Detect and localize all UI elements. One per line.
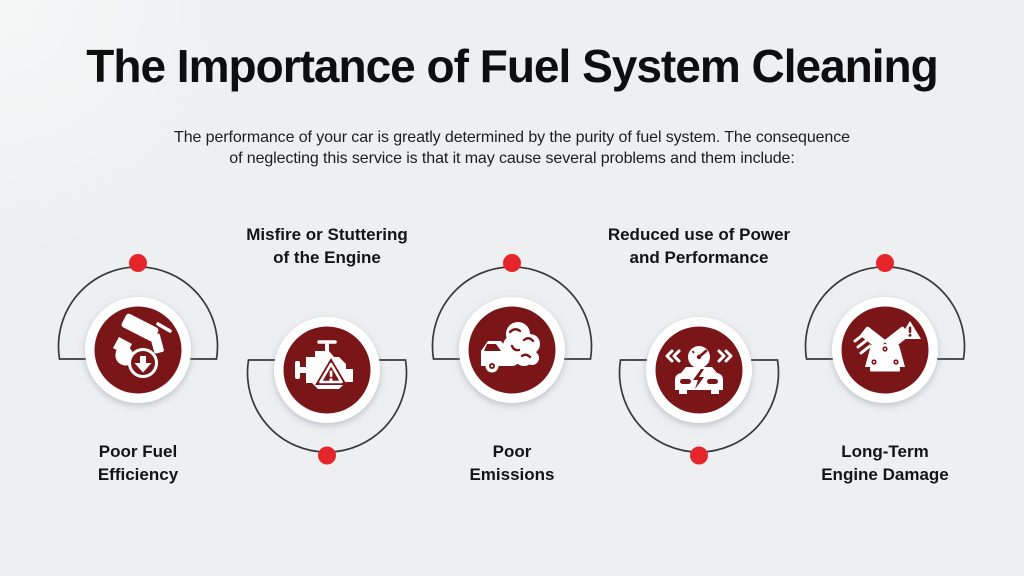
item-4-graphic	[618, 317, 780, 465]
item-3-graphic	[431, 254, 593, 403]
red-dot	[876, 254, 894, 272]
item-5-label: Long-Term Engine Damage	[775, 440, 995, 486]
page-title: The Importance of Fuel System Cleaning	[86, 40, 939, 92]
item-3-label-line-1: Poor	[492, 442, 532, 461]
item-2-graphic	[246, 317, 408, 465]
red-dot	[503, 254, 521, 272]
fuel-nozzle-drop-icon	[113, 313, 172, 378]
red-dot	[318, 446, 336, 465]
check-engine-warning-icon	[295, 340, 353, 389]
item-5-label-line-1: Long-Term	[841, 442, 929, 461]
item-1-graphic	[57, 254, 219, 403]
item-1-label-line-2: Efficiency	[97, 465, 179, 484]
item-1-label-line-1: Poor Fuel	[98, 442, 178, 461]
speedometer-car-icon	[665, 346, 733, 394]
item-5-label-line-2: Engine Damage	[821, 465, 949, 484]
subtitle: The performance of your car is greatly d…	[0, 127, 1024, 169]
item-5-graphic	[804, 254, 966, 403]
item-1-label: Poor Fuel Efficiency	[28, 440, 248, 486]
item-3-label: Poor Emissions	[402, 440, 622, 486]
v-engine-warning-icon	[853, 321, 921, 372]
item-3-label-line-2: Emissions	[469, 465, 555, 484]
red-dot	[129, 254, 147, 272]
item-2-label-line-1: Misfire or Stuttering	[246, 225, 408, 244]
red-dot	[690, 446, 708, 465]
car-exhaust-smoke-icon	[481, 322, 540, 373]
item-4-label: Reduced use of Power and Performance	[589, 223, 809, 269]
item-4-label-line-1: Reduced use of Power	[607, 225, 791, 244]
item-2-label: Misfire or Stuttering of the Engine	[217, 223, 437, 269]
item-2-label-line-2: of the Engine	[273, 248, 381, 267]
item-4-label-line-2: and Performance	[629, 248, 769, 267]
subtitle-line-1: The performance of your car is greatly d…	[174, 129, 850, 146]
subtitle-line-2: of neglecting this service is that it ma…	[229, 150, 795, 167]
